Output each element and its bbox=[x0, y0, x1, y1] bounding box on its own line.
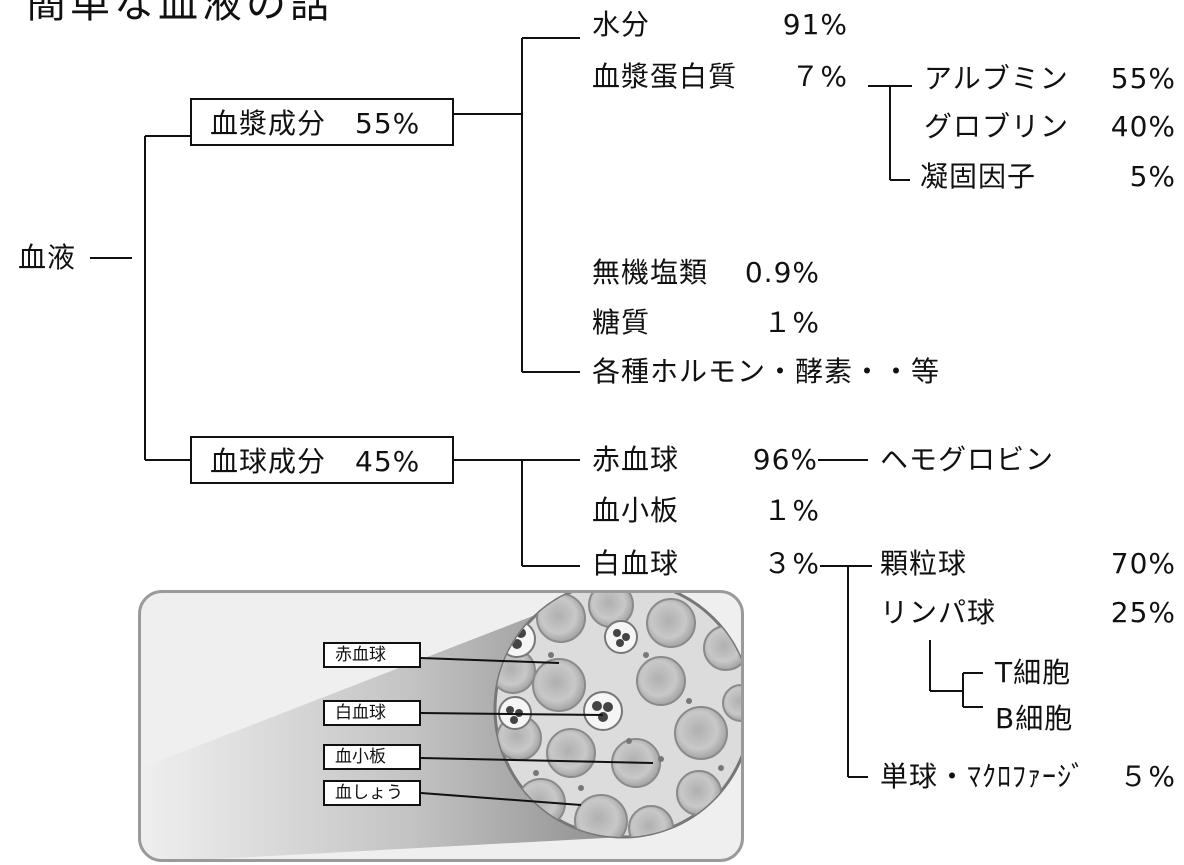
white-blood-cell-percent: ３% bbox=[763, 547, 820, 580]
monocyte-macrophage-percent: ５% bbox=[1119, 760, 1176, 793]
label-red-blood-cell: 赤血球 bbox=[323, 642, 421, 668]
sugar-percent: １% bbox=[763, 306, 820, 339]
granulocyte-name: 顆粒球 bbox=[880, 547, 968, 580]
water-percent: 91% bbox=[782, 8, 848, 41]
granulocyte-percent: 70% bbox=[1110, 547, 1176, 580]
albumin-name: アルブミン bbox=[924, 62, 1069, 95]
globulin-name: グロブリン bbox=[924, 110, 1070, 143]
blood-vessel-illustration: 赤血球 白血球 血小板 血しょう bbox=[138, 590, 744, 862]
vessel-tube-shape bbox=[141, 593, 623, 859]
red-blood-cell-name: 赤血球 bbox=[592, 443, 680, 476]
white-blood-cells bbox=[498, 620, 638, 731]
plasma-components-label: 血漿成分 55% bbox=[210, 107, 421, 140]
clotting-factor-percent: 5% bbox=[1129, 160, 1176, 193]
red-blood-cell-percent: 96% bbox=[752, 443, 818, 476]
plasma-components-box: 血漿成分 55% bbox=[190, 98, 454, 146]
albumin-percent: 55% bbox=[1110, 62, 1176, 95]
platelets bbox=[533, 652, 724, 791]
clotting-factor-name: 凝固因子 bbox=[920, 160, 1037, 193]
hormones-enzymes-etc: 各種ホルモン・酵素・・等 bbox=[592, 355, 941, 388]
label-white-blood-cell: 白血球 bbox=[323, 700, 421, 726]
blood-cell-components-label: 血球成分 45% bbox=[210, 445, 421, 478]
plasma-protein-name: 血漿蛋白質 bbox=[592, 60, 738, 93]
monocyte-macrophage-name: 単球・ﾏｸﾛﾌｧｰｼﾞ bbox=[880, 760, 1087, 793]
b-cell-label: B細胞 bbox=[995, 702, 1074, 735]
platelet-percent: １% bbox=[763, 494, 820, 527]
lymphocyte-percent: 25% bbox=[1110, 596, 1176, 629]
label-plasma: 血しょう bbox=[323, 780, 421, 806]
lymphocyte-name: リンパ球 bbox=[880, 596, 997, 629]
white-blood-cell-name: 白血球 bbox=[592, 547, 680, 580]
blood-cell-components-box: 血球成分 45% bbox=[190, 436, 454, 484]
root-label-blood: 血液 bbox=[18, 241, 77, 274]
plasma-protein-percent: ７% bbox=[791, 60, 848, 93]
hemoglobin-label: ヘモグロビン bbox=[880, 443, 1055, 476]
globulin-percent: 40% bbox=[1110, 110, 1176, 143]
t-cell-label: T細胞 bbox=[995, 656, 1072, 689]
vessel-cross-section-drawing bbox=[141, 593, 741, 859]
label-platelet: 血小板 bbox=[323, 744, 421, 770]
platelet-name: 血小板 bbox=[592, 494, 680, 527]
page-title: 簡単な血液の話 bbox=[26, 0, 334, 27]
blood-cells-group bbox=[495, 593, 741, 837]
sugar-name: 糖質 bbox=[592, 306, 651, 339]
inorganic-salts-percent: 0.9% bbox=[744, 256, 820, 289]
inorganic-salts-name: 無機塩類 bbox=[592, 256, 709, 289]
water-name: 水分 bbox=[592, 8, 651, 41]
